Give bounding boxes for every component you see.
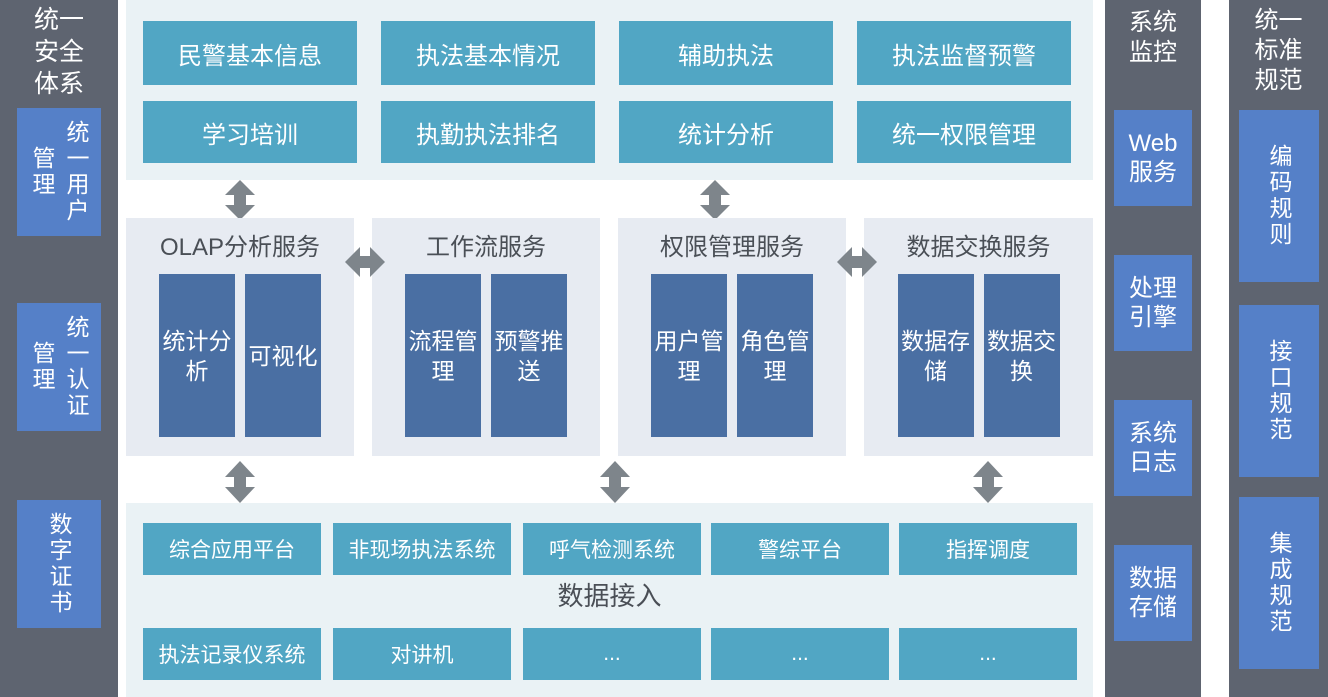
service-box-visualization[interactable]: 可视化 [245,274,321,437]
service-box-data-storage[interactable]: 数据存储 [897,274,974,437]
data-box-integrated-application-platform[interactable]: 综合应用平台 [143,523,321,575]
service-panel-title: OLAP分析服务 [159,234,321,261]
service-box-alert-push[interactable]: 预警推送 [491,274,567,437]
app-box-police-basic-info[interactable]: 民警基本信息 [143,21,357,85]
app-box-statistical-analysis[interactable]: 统计分析 [619,101,833,163]
data-box-command-dispatch[interactable]: 指挥调度 [899,523,1077,575]
data-box-more-2[interactable]: ... [711,628,889,680]
arrow-olap-to-data-access [223,461,257,503]
security-system-column: 统一 安全 体系 统一用户管理 统一认证管理 数字证书 [0,0,118,697]
service-layer: OLAP分析服务 统计分析 可视化 工作流服务 流程管理 预警推送 [126,218,1093,456]
unified-standard-column: 统一 标准 规范 编码规则 接口规范 集成规范 [1229,0,1328,697]
standard-box-coding-rules[interactable]: 编码规则 [1239,110,1319,282]
arrow-permission-to-data-exchange [837,245,877,279]
data-access-label: 数据接入 [557,581,662,611]
monitor-box-system-log[interactable]: 系统 日志 [1114,400,1192,496]
service-panel-title: 工作流服务 [426,234,546,261]
security-box-unified-auth-management[interactable]: 统一认证管理 [17,303,101,431]
standard-box-interface-spec[interactable]: 接口规范 [1239,305,1319,477]
arrow-app-to-olap-service [223,180,257,220]
data-access-layer: 综合应用平台 非现场执法系统 呼气检测系统 警综平台 指挥调度 执法记录仪系统 … [126,503,1093,697]
arrow-olap-to-workflow [345,245,385,279]
application-layer: 民警基本信息 执法基本情况 辅助执法 执法监督预警 学习培训 执勤执法排名 统计… [126,0,1093,180]
monitor-box-web-service[interactable]: Web 服务 [1114,110,1192,206]
service-panel-title: 数据交换服务 [906,234,1051,261]
service-box-statistical-analysis[interactable]: 统计分析 [159,274,235,437]
security-box-digital-certificate[interactable]: 数字证书 [17,500,101,628]
data-box-more-1[interactable]: ... [523,628,701,680]
arrow-data-exchange-to-data-access [971,461,1005,503]
service-panel-workflow: 工作流服务 流程管理 预警推送 [372,218,600,456]
arrow-workflow-to-data-access [598,461,632,503]
data-box-police-integrated-platform[interactable]: 警综平台 [711,523,889,575]
app-box-study-training[interactable]: 学习培训 [143,101,357,163]
unified-standard-title: 统一 标准 规范 [1254,7,1303,94]
app-box-unified-permission-management[interactable]: 统一权限管理 [857,101,1071,163]
service-panel-data-exchange: 数据交换服务 数据存储 数据交换 [864,218,1093,456]
data-box-breath-test-system[interactable]: 呼气检测系统 [523,523,701,575]
monitor-box-processing-engine[interactable]: 处理 引擎 [1114,255,1192,351]
arrow-app-to-permission-service [698,180,732,220]
data-box-offsite-enforcement-system[interactable]: 非现场执法系统 [333,523,511,575]
data-box-law-enforcement-recorder-system[interactable]: 执法记录仪系统 [143,628,321,680]
system-monitoring-column: 系统 监控 Web 服务 处理 引擎 系统 日志 数据 存储 [1105,0,1201,697]
service-panel-olap: OLAP分析服务 统计分析 可视化 [126,218,354,456]
data-box-walkie-talkie[interactable]: 对讲机 [333,628,511,680]
app-box-enforcement-supervision-alert[interactable]: 执法监督预警 [857,21,1071,85]
monitor-box-data-storage[interactable]: 数据 存储 [1114,545,1192,641]
service-box-process-management[interactable]: 流程管理 [405,274,481,437]
security-system-title: 统一 安全 体系 [33,6,84,98]
system-monitoring-title: 系统 监控 [1129,9,1177,66]
security-box-unified-user-management[interactable]: 统一用户管理 [17,108,101,236]
service-box-role-management[interactable]: 角色管理 [737,274,813,437]
service-box-data-exchange[interactable]: 数据交换 [983,274,1060,437]
service-panel-permission: 权限管理服务 用户管理 角色管理 [618,218,846,456]
service-panel-title: 权限管理服务 [660,234,804,261]
service-box-user-management[interactable]: 用户管理 [651,274,727,437]
app-box-assisted-enforcement[interactable]: 辅助执法 [619,21,833,85]
app-box-enforcement-basics[interactable]: 执法基本情况 [381,21,595,85]
main-stage: 民警基本信息 执法基本情况 辅助执法 执法监督预警 学习培训 执勤执法排名 统计… [126,0,1093,697]
data-box-more-3[interactable]: ... [899,628,1077,680]
app-box-duty-enforcement-ranking[interactable]: 执勤执法排名 [381,101,595,163]
standard-box-integration-spec[interactable]: 集成规范 [1239,497,1319,669]
